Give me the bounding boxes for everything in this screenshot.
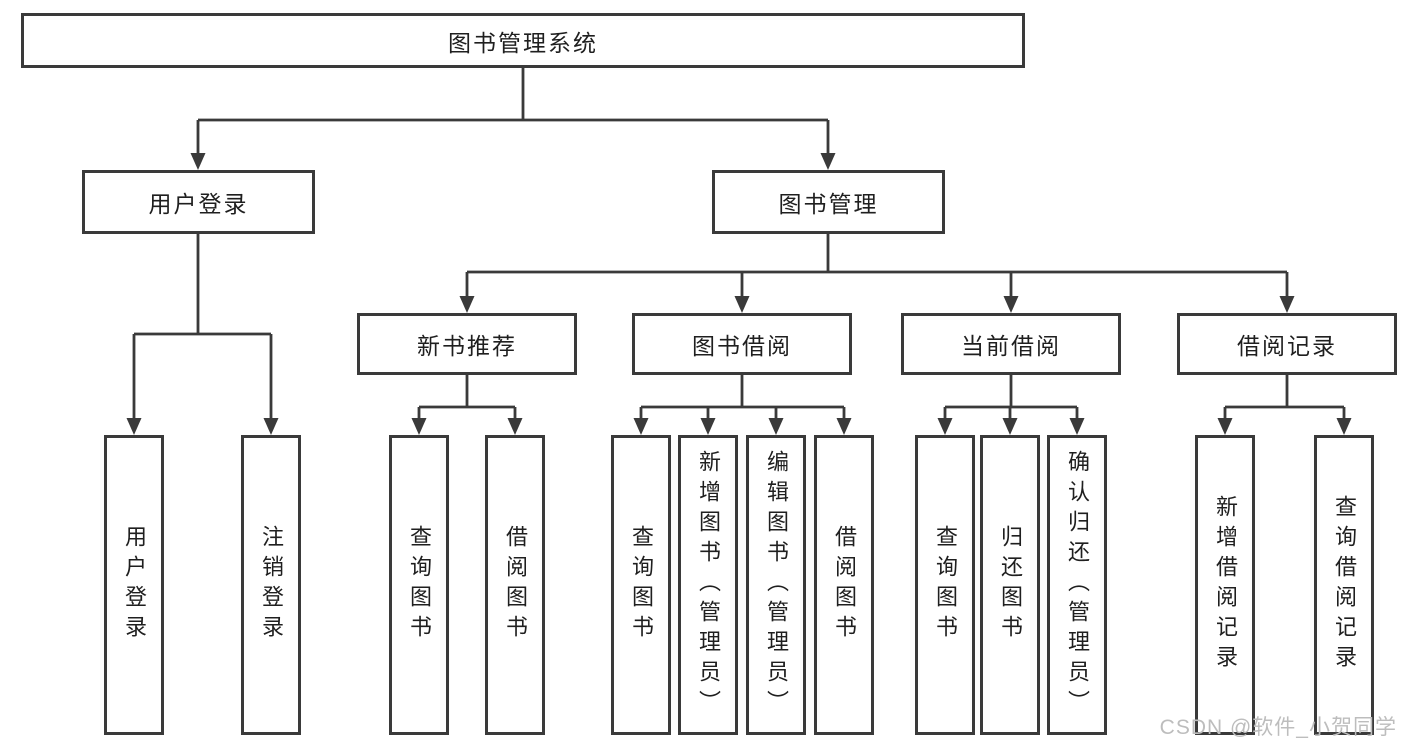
arrowheads bbox=[126, 153, 1352, 435]
node-new-book-recommend: 新书推荐 bbox=[357, 313, 577, 375]
node-library-management-system: 图书管理系统 bbox=[21, 13, 1025, 68]
node-label: 图书管理系统 bbox=[448, 29, 598, 56]
leaf-query-books-recommend: 查询图书 bbox=[389, 435, 449, 735]
leaf-confirm-return-admin: 确认归还（管理员） bbox=[1047, 435, 1107, 735]
leaf-query-books-current: 查询图书 bbox=[915, 435, 975, 735]
node-label: 用户登录 bbox=[148, 191, 249, 217]
leaf-query-borrow-record: 查询借阅记录 bbox=[1314, 435, 1374, 735]
node-user-login: 用户登录 bbox=[82, 170, 315, 234]
leaf-add-books-admin: 新增图书（管理员） bbox=[678, 435, 738, 735]
leaf-add-borrow-record: 新增借阅记录 bbox=[1195, 435, 1255, 735]
leaf-query-books-borrowing: 查询图书 bbox=[611, 435, 671, 735]
node-label: 查询图书 bbox=[629, 525, 654, 645]
node-label: 图书管理 bbox=[778, 191, 879, 217]
node-label: 确认归还（管理员） bbox=[1065, 450, 1090, 720]
node-label: 注销登录 bbox=[259, 525, 284, 645]
node-label: 查询图书 bbox=[933, 525, 958, 645]
node-label: 查询借阅记录 bbox=[1332, 495, 1357, 675]
leaf-logout: 注销登录 bbox=[241, 435, 301, 735]
node-label: 查询图书 bbox=[407, 525, 432, 645]
node-label: 借阅记录 bbox=[1237, 333, 1337, 359]
node-label: 编辑图书（管理员） bbox=[764, 450, 789, 720]
node-label: 用户登录 bbox=[122, 525, 147, 645]
leaf-borrow-books-recommend: 借阅图书 bbox=[485, 435, 545, 735]
node-label: 借阅图书 bbox=[832, 525, 857, 645]
node-label: 归还图书 bbox=[998, 525, 1023, 645]
node-label: 新增图书（管理员） bbox=[696, 450, 721, 720]
leaf-user-login: 用户登录 bbox=[104, 435, 164, 735]
leaf-return-books: 归还图书 bbox=[980, 435, 1040, 735]
leaf-edit-books-admin: 编辑图书（管理员） bbox=[746, 435, 806, 735]
node-label: 借阅图书 bbox=[503, 525, 528, 645]
node-label: 新书推荐 bbox=[417, 333, 517, 359]
node-label: 新增借阅记录 bbox=[1213, 495, 1238, 675]
node-label: 当前借阅 bbox=[961, 333, 1061, 359]
node-borrowing-records: 借阅记录 bbox=[1177, 313, 1397, 375]
csdn-watermark: CSDN @软件_小贺同学 bbox=[1159, 716, 1397, 739]
node-current-borrowing: 当前借阅 bbox=[901, 313, 1121, 375]
node-label: 图书借阅 bbox=[692, 333, 792, 359]
leaf-borrow-books-borrowing: 借阅图书 bbox=[814, 435, 874, 735]
node-book-borrowing: 图书借阅 bbox=[632, 313, 852, 375]
node-book-management: 图书管理 bbox=[712, 170, 945, 234]
